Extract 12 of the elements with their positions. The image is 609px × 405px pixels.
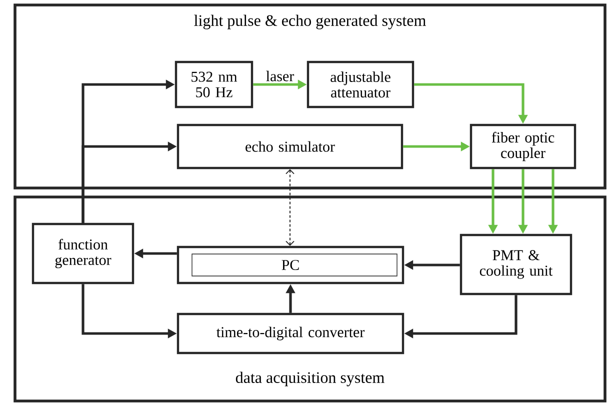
laser-box: 532 nm 50 Hz: [174, 60, 254, 108]
edge-label: laser: [264, 70, 296, 82]
detector-box: PMT & cooling unit: [460, 234, 572, 296]
simulator-box: echo simulator: [176, 124, 404, 170]
generator-box: function generator: [32, 222, 134, 284]
coupler-box: fiber optic coupler: [470, 124, 576, 170]
frame-title: data acquisition system: [236, 372, 384, 386]
arrow: [286, 169, 294, 246]
frame-title: light pulse & echo generated system: [194, 14, 426, 30]
attenuator-box: adjustable attenuator: [306, 60, 414, 108]
pc-box: PC: [176, 246, 404, 284]
converter-box: time-to-digital converter: [176, 312, 404, 354]
